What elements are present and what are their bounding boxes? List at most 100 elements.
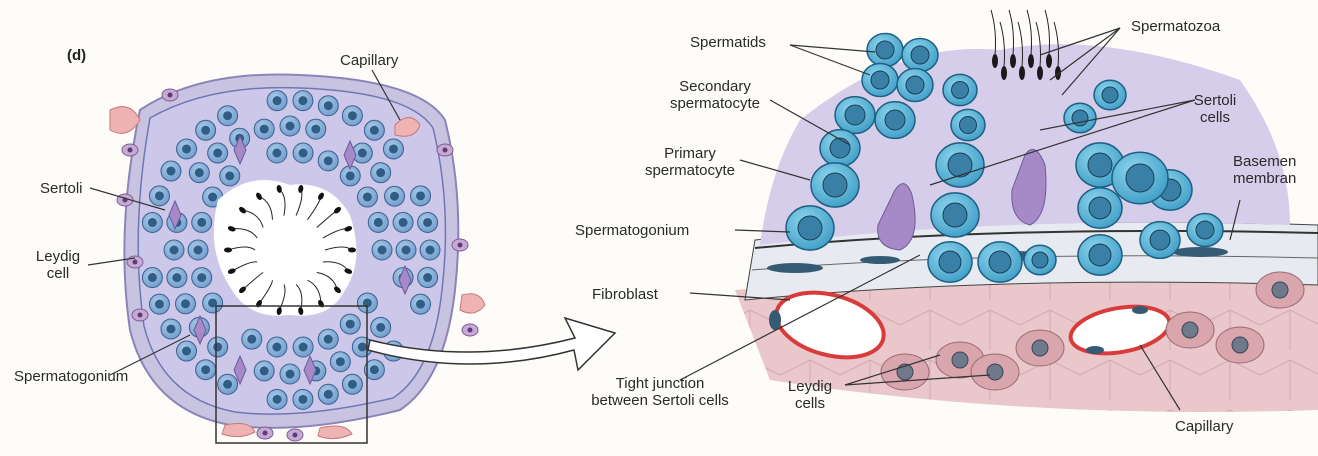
label-capillary-right: Capillary xyxy=(1175,418,1233,435)
leydig-nucleus xyxy=(128,148,133,153)
fibroblast-shape xyxy=(767,263,823,273)
germ-cell-nucleus xyxy=(201,365,210,374)
germ-cell-nucleus xyxy=(363,193,372,202)
germ-cell-nucleus xyxy=(148,218,157,227)
germ-cell-nucleus xyxy=(876,41,894,59)
germ-cell-nucleus xyxy=(182,347,191,356)
sperm-head xyxy=(1019,66,1025,80)
germ-cell-nucleus xyxy=(1088,153,1112,177)
leydig-nucleus xyxy=(138,313,143,318)
germ-cell-nucleus xyxy=(389,144,398,153)
germ-cell-nucleus xyxy=(223,380,232,389)
germ-cell-nucleus xyxy=(324,156,333,165)
sperm-head xyxy=(1028,54,1034,68)
germ-cell-nucleus xyxy=(370,126,379,135)
germ-cell-nucleus xyxy=(845,105,865,125)
fibroblast-shape xyxy=(1172,247,1228,257)
germ-cell-nucleus xyxy=(298,96,307,105)
capillary-shape xyxy=(460,294,485,313)
leydig-nucleus xyxy=(1182,322,1198,338)
germ-cell-nucleus xyxy=(195,168,204,177)
germ-cell-nucleus xyxy=(260,125,269,134)
germ-cell-nucleus xyxy=(948,153,972,177)
leydig-nucleus xyxy=(1272,282,1288,298)
germ-cell-nucleus xyxy=(402,246,411,255)
germ-cell-nucleus xyxy=(324,101,333,110)
germ-cell-nucleus xyxy=(416,300,425,309)
germ-cell-nucleus xyxy=(989,251,1011,273)
germ-cell-nucleus xyxy=(358,342,367,351)
label-primary-spermatocyte: Primary spermatocyte xyxy=(630,145,750,179)
label-sertoli-line1: Sertoli xyxy=(1170,92,1260,109)
germ-cell-nucleus xyxy=(390,192,399,201)
germ-cell-nucleus xyxy=(1102,87,1118,103)
capillary-shape xyxy=(318,426,352,439)
label-basement-line1: Basemen xyxy=(1233,153,1296,170)
germ-cell-nucleus xyxy=(299,343,308,352)
germ-cell-nucleus xyxy=(286,370,295,379)
label-secondary-line1: Secondary xyxy=(650,78,780,95)
label-basement-membrane: Basemen membran xyxy=(1233,153,1296,187)
sperm-head xyxy=(1010,54,1016,68)
germ-cell-nucleus xyxy=(871,71,889,89)
germ-cell-nucleus xyxy=(208,193,217,202)
germ-cell-nucleus xyxy=(346,320,355,329)
germ-cell-nucleus xyxy=(823,173,847,197)
leydig-nucleus xyxy=(133,260,138,265)
label-secondary-spermatocyte: Secondary spermatocyte xyxy=(650,78,780,112)
germ-cell-nucleus xyxy=(260,366,269,375)
germ-cell-nucleus xyxy=(311,125,320,134)
leydig-nucleus xyxy=(293,433,298,438)
sperm-head xyxy=(1037,66,1043,80)
germ-cell-nucleus xyxy=(798,216,822,240)
germ-cell-nucleus xyxy=(1150,230,1170,250)
germ-cell-nucleus xyxy=(194,246,203,255)
tubule-cross-section xyxy=(110,74,485,441)
germ-cell-nucleus xyxy=(247,335,256,344)
germ-cell-nucleus xyxy=(1089,197,1111,219)
germ-cell-nucleus xyxy=(155,300,164,309)
label-leydig-right-line2: cells xyxy=(780,395,840,412)
label-primary-line2: spermatocyte xyxy=(630,162,750,179)
germ-cell-nucleus xyxy=(197,218,206,227)
germ-cell-nucleus xyxy=(166,167,175,176)
germ-cell-nucleus xyxy=(273,395,282,404)
germ-cell-nucleus xyxy=(376,323,385,332)
germ-cell-nucleus xyxy=(1089,244,1111,266)
germ-cell-nucleus xyxy=(943,203,967,227)
germ-cell-nucleus xyxy=(1196,221,1214,239)
leydig-nucleus xyxy=(443,148,448,153)
germ-cell-nucleus xyxy=(906,76,924,94)
panel-letter: (d) xyxy=(67,47,86,64)
germ-cell-nucleus xyxy=(272,343,281,352)
label-tight-line1: Tight junction xyxy=(570,375,750,392)
germ-cell-nucleus xyxy=(885,110,905,130)
germ-cell-nucleus xyxy=(1126,164,1154,192)
label-leydig-right-line1: Leydig xyxy=(780,378,840,395)
germ-cell-nucleus xyxy=(272,148,281,157)
germ-cell-nucleus xyxy=(423,218,432,227)
label-leydig-left: Leydig cell xyxy=(28,248,88,282)
germ-cell-nucleus xyxy=(213,149,222,158)
sperm-head xyxy=(1001,66,1007,80)
germ-cell-nucleus xyxy=(148,273,157,282)
label-sertoli-line2: cells xyxy=(1170,109,1260,126)
germ-cell-nucleus xyxy=(298,395,307,404)
germ-cell-nucleus xyxy=(172,273,181,282)
germ-cell-nucleus xyxy=(939,251,961,273)
germ-cell-nucleus xyxy=(201,126,210,135)
germ-cell-nucleus xyxy=(348,380,357,389)
label-spermatids: Spermatids xyxy=(690,34,766,51)
leydig-nucleus xyxy=(168,93,173,98)
germ-cell-nucleus xyxy=(213,342,222,351)
germ-cell-nucleus xyxy=(423,273,432,282)
germ-cell-nucleus xyxy=(225,171,234,180)
germ-cell-nucleus xyxy=(416,191,425,200)
leydig-nucleus xyxy=(952,352,968,368)
sperm-head xyxy=(348,248,356,253)
detail-view xyxy=(735,10,1318,412)
leydig-nucleus xyxy=(1232,337,1248,353)
germ-cell-nucleus xyxy=(348,111,357,120)
label-capillary-left: Capillary xyxy=(340,52,398,69)
